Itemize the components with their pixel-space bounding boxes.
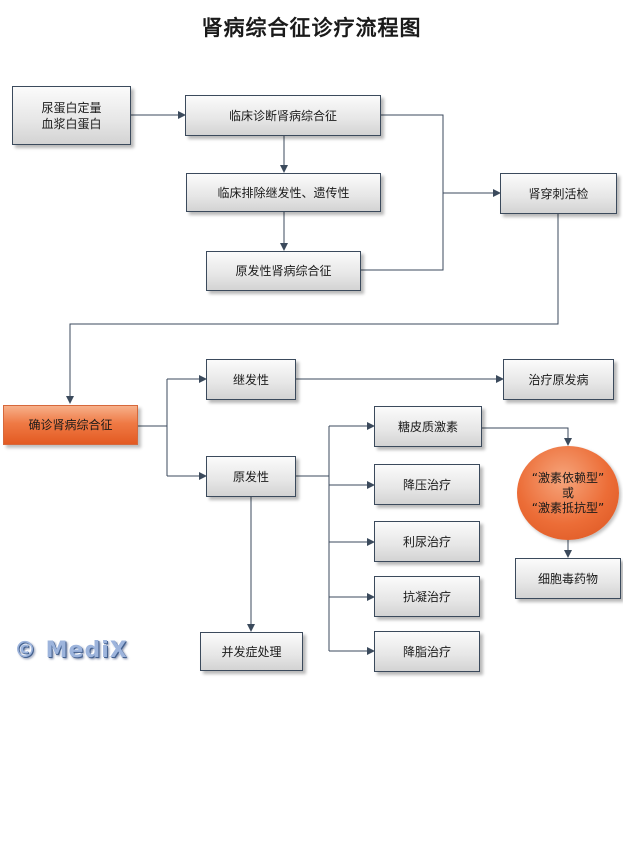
- diuretic-box: 利尿治疗: [374, 521, 480, 562]
- anticoagulant-box: 抗凝治疗: [374, 576, 480, 617]
- proteinuria-label: 尿蛋白定量: [41, 100, 102, 115]
- glucocorticoid-box: 糖皮质激素: [374, 406, 482, 447]
- or-label: 或: [561, 485, 574, 500]
- medix-logo: © MediX: [14, 638, 128, 663]
- exclude-secondary-box: 临床排除继发性、遗传性: [186, 173, 381, 212]
- primary-ns-box: 原发性肾病综合征: [206, 251, 361, 291]
- cytotoxic-box: 细胞毒药物: [515, 558, 621, 599]
- complications-box: 并发症处理: [200, 632, 303, 671]
- arrow-biopsy-to-confirmed: [66, 214, 559, 404]
- proteinuria-box: 尿蛋白定量 血浆白蛋白: [12, 86, 131, 145]
- clinical-diagnosis-box: 临床诊断肾病综合征: [185, 95, 381, 136]
- primary-box: 原发性: [206, 456, 296, 497]
- line-primary-to-treatments: [296, 426, 330, 651]
- steroid-type-circle: “激素依赖型” 或 “激素抵抗型”: [517, 446, 619, 540]
- steroid-dependent-label: “激素依赖型”: [531, 470, 605, 485]
- secondary-box: 继发性: [206, 359, 296, 400]
- lipid-lowering-box: 降脂治疗: [374, 631, 480, 672]
- line-confirmed-branch: [138, 379, 168, 476]
- steroid-resistant-label: “激素抵抗型”: [531, 500, 605, 515]
- antihypertensive-box: 降压治疗: [374, 464, 480, 505]
- albumin-label: 血浆白蛋白: [41, 116, 102, 131]
- diagram-title: 肾病综合征诊疗流程图: [201, 15, 422, 40]
- confirmed-ns-box: 确诊肾病综合征: [3, 405, 138, 445]
- treat-primary-disease-box: 治疗原发病: [503, 359, 614, 400]
- arrow-glucocorticoid-to-type: [482, 427, 572, 446]
- renal-biopsy-box: 肾穿刺活检: [500, 173, 617, 214]
